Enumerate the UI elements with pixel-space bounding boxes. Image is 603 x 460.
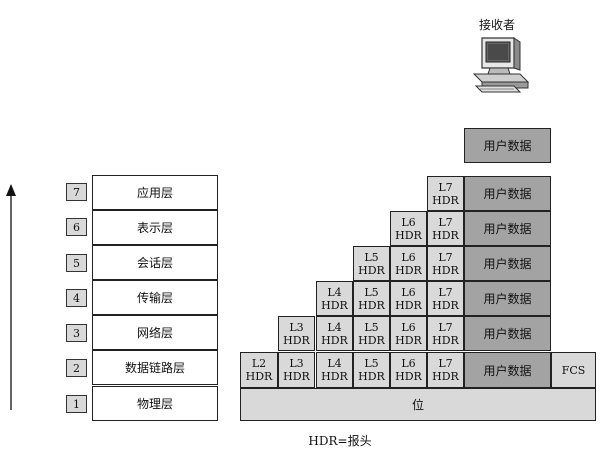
header-label: L7	[438, 215, 453, 229]
header-label: HDR	[432, 333, 459, 347]
user-data-row-0: 用户数据	[464, 128, 551, 163]
layer-physical: 物理层	[92, 386, 218, 421]
header-label: HDR	[395, 370, 422, 383]
header-label: L2	[251, 357, 267, 370]
header-label: HDR	[358, 333, 385, 347]
computer-icon	[472, 37, 530, 93]
header-label: L5	[364, 320, 379, 334]
header-label: HDR	[358, 298, 385, 312]
header-label: L6	[401, 357, 416, 370]
header-label: L5	[364, 250, 379, 264]
header-label: L5	[364, 285, 379, 299]
layer-session: 会话层	[92, 245, 218, 280]
layer-number-3: 3	[66, 324, 87, 342]
header-label: HDR	[395, 263, 422, 277]
header-label: L4	[327, 320, 342, 334]
header-label: L7	[438, 357, 453, 370]
header-label: HDR	[283, 333, 310, 347]
layer-application: 应用层	[92, 175, 218, 210]
layer-number-5: 5	[66, 254, 87, 272]
receiver-label: 接收者	[478, 18, 515, 32]
layer-number-2: 2	[66, 359, 87, 377]
header-label: L7	[438, 180, 453, 194]
header-label: HDR	[321, 298, 348, 312]
layer-number-4: 4	[66, 289, 87, 307]
layer-number-6: 6	[66, 218, 87, 236]
header-label: HDR	[432, 263, 459, 277]
header-label: L6	[401, 215, 416, 229]
header-label: HDR	[395, 333, 422, 347]
header-label: HDR	[395, 298, 422, 312]
user-data-row-2: 用户数据	[464, 211, 551, 246]
layer-data-link: 数据链路层	[92, 350, 218, 385]
user-data-row-3: 用户数据	[464, 246, 551, 281]
header-label: HDR	[283, 370, 310, 383]
user-data-row-1: 用户数据	[464, 176, 551, 211]
header-label: HDR	[321, 370, 348, 383]
layer-number-7: 7	[66, 183, 87, 201]
fcs-trailer: FCS	[551, 352, 596, 388]
header-label: L3	[289, 357, 304, 370]
header-label: L5	[364, 357, 379, 370]
header-label: L7	[438, 285, 453, 299]
header-label: L7	[438, 250, 453, 264]
bits-bar: 位	[240, 388, 596, 421]
user-data-row-6: 用户数据	[464, 352, 551, 388]
header-label: HDR	[432, 228, 459, 242]
header-label: HDR	[358, 370, 385, 383]
header-label: HDR	[321, 333, 348, 347]
legend-text: HDR=报头	[308, 434, 372, 448]
layer-presentation: 表示层	[92, 210, 218, 245]
header-label: L4	[327, 357, 342, 370]
header-label: HDR	[395, 228, 422, 242]
header-label: HDR	[245, 370, 273, 383]
layer-transport: 传输层	[92, 280, 218, 315]
header-label: L6	[401, 285, 416, 299]
header-label: L7	[438, 320, 453, 334]
user-data-row-4: 用户数据	[464, 281, 551, 316]
header-label: HDR	[358, 263, 385, 277]
header-label: L3	[289, 320, 304, 334]
layer-number-1: 1	[66, 395, 87, 413]
up-arrow-icon	[6, 184, 16, 410]
user-data-row-5: 用户数据	[464, 316, 551, 351]
header-label: HDR	[432, 370, 459, 383]
header-label: L6	[401, 320, 416, 334]
layer-network: 网络层	[92, 315, 218, 350]
header-label: L6	[401, 250, 416, 264]
header-label: HDR	[432, 193, 459, 207]
header-label: HDR	[432, 298, 459, 312]
header-label: L4	[327, 285, 342, 299]
